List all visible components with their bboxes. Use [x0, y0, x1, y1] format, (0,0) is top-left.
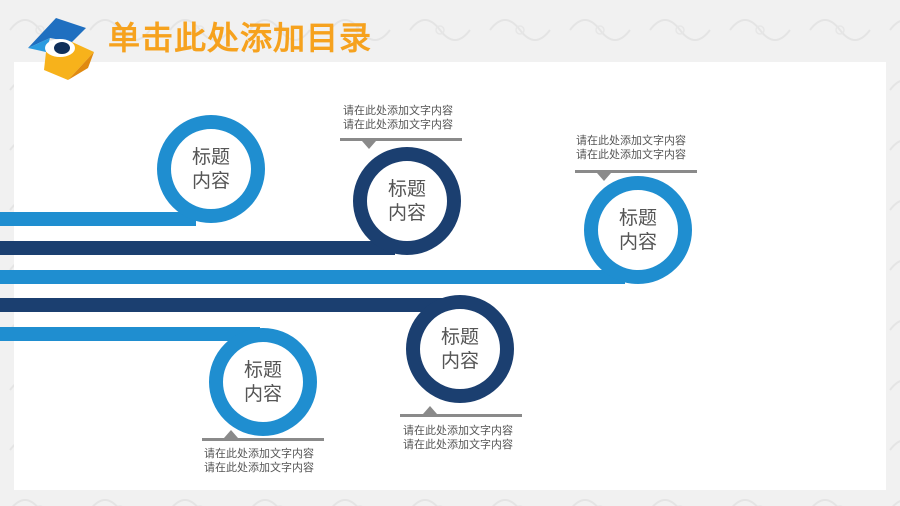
callout-bar-4	[202, 430, 324, 441]
node-label-1-line1: 标题	[191, 146, 230, 168]
node-label-3-line1: 标题	[618, 207, 657, 229]
callout-text-3: 请在此处添加文字内容 请在此处添加文字内容	[383, 424, 533, 452]
node-label-5: 标题 内容	[218, 358, 308, 406]
callout-text-4: 请在此处添加文字内容 请在此处添加文字内容	[184, 447, 334, 475]
callout-text-3-line2: 请在此处添加文字内容	[403, 438, 513, 451]
node-label-2-line2: 内容	[387, 202, 426, 224]
callout-text-4-line1: 请在此处添加文字内容	[204, 447, 314, 460]
node-label-1: 标题 内容	[166, 145, 256, 193]
node-label-3: 标题 内容	[593, 206, 683, 254]
callout-text-2-line2: 请在此处添加文字内容	[576, 148, 686, 161]
node-ring-5	[209, 328, 317, 436]
node-label-2: 标题 内容	[362, 177, 452, 225]
node-label-4-line1: 标题	[440, 326, 479, 348]
node-label-2-line1: 标题	[387, 178, 426, 200]
node-label-5-line1: 标题	[243, 359, 282, 381]
page-title: 单击此处添加目录	[108, 19, 373, 57]
band-5	[0, 327, 260, 341]
band-4	[0, 298, 460, 312]
node-label-1-line2: 内容	[191, 170, 230, 192]
callout-text-1-line2: 请在此处添加文字内容	[343, 118, 453, 131]
band-1	[0, 212, 196, 226]
logo-icon	[28, 18, 94, 80]
node-label-3-line2: 内容	[618, 231, 657, 253]
band-2	[0, 241, 395, 255]
node-ring-3	[584, 176, 692, 284]
callout-text-2-line1: 请在此处添加文字内容	[576, 134, 686, 147]
callout-bar-2	[575, 170, 697, 181]
callout-text-4-line2: 请在此处添加文字内容	[204, 461, 314, 474]
callout-text-3-line1: 请在此处添加文字内容	[403, 424, 513, 437]
callout-bar-1	[340, 138, 462, 149]
node-ring-1	[157, 115, 265, 223]
node-label-4: 标题 内容	[415, 325, 505, 373]
band-3	[0, 270, 625, 284]
node-ring-2	[353, 147, 461, 255]
callout-text-1: 请在此处添加文字内容 请在此处添加文字内容	[323, 104, 473, 132]
callout-bar-3	[400, 406, 522, 417]
node-label-5-line2: 内容	[243, 383, 282, 405]
callout-text-2: 请在此处添加文字内容 请在此处添加文字内容	[556, 134, 706, 162]
node-ring-4	[406, 295, 514, 403]
callout-text-1-line1: 请在此处添加文字内容	[343, 104, 453, 117]
node-label-4-line2: 内容	[440, 350, 479, 372]
